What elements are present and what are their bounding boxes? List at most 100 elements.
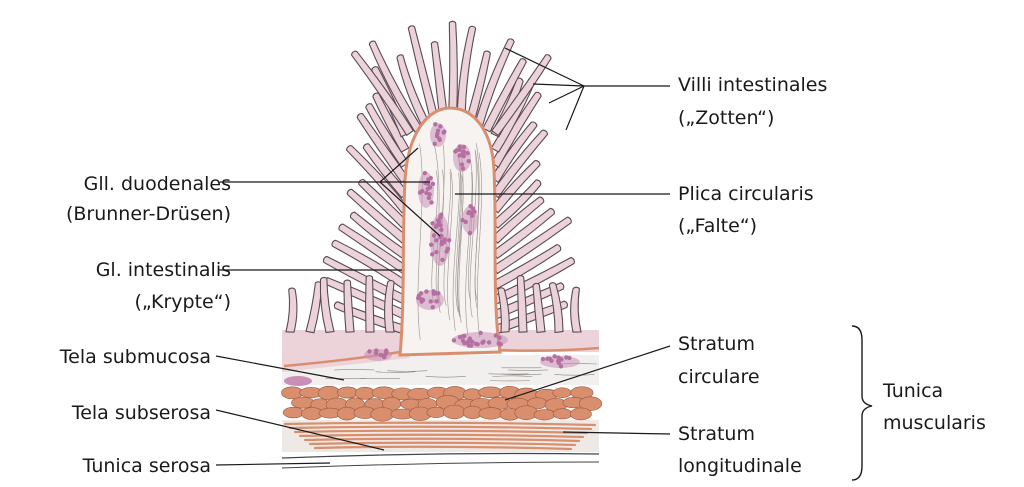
longitudinal-fiber bbox=[313, 445, 573, 451]
villus bbox=[482, 58, 527, 133]
circular-muscle-cell bbox=[370, 407, 394, 422]
gland-acinus bbox=[552, 354, 557, 359]
gland-acinus bbox=[434, 249, 439, 255]
gland-acinus bbox=[540, 356, 546, 362]
villus bbox=[407, 25, 441, 126]
plica-fiber bbox=[469, 150, 477, 318]
leader-submucosa bbox=[215, 355, 345, 381]
gland-acinus bbox=[426, 195, 432, 201]
villus bbox=[362, 143, 410, 199]
gland-acinus bbox=[441, 240, 447, 245]
circular-muscle-cell bbox=[337, 386, 359, 399]
gland-acinus bbox=[438, 223, 443, 228]
leader-villi-4 bbox=[565, 85, 585, 131]
gland-acinus bbox=[437, 136, 442, 141]
label-tunica-serosa: Tunica serosa bbox=[82, 455, 211, 477]
gland-acinus bbox=[558, 364, 564, 369]
gland-acinus bbox=[367, 349, 372, 354]
gland-acinus bbox=[430, 221, 435, 226]
gland-acinus bbox=[446, 238, 452, 243]
gland-acinus bbox=[457, 147, 463, 152]
leader-lines bbox=[215, 47, 873, 481]
villus bbox=[319, 276, 335, 334]
label-plica-circularis: Plica circularis bbox=[678, 183, 814, 205]
longitudinal-fiber bbox=[288, 425, 593, 431]
gland-acinus bbox=[384, 348, 389, 353]
villus bbox=[490, 54, 552, 137]
gland-acinus bbox=[428, 242, 434, 247]
circular-muscle-cell bbox=[514, 405, 538, 420]
mucosa-base-left bbox=[282, 330, 410, 372]
gland-acinus bbox=[422, 170, 428, 176]
gland-acinus bbox=[436, 291, 441, 296]
leader-serosa bbox=[215, 462, 331, 466]
circular-muscle-cell bbox=[282, 406, 305, 419]
villus bbox=[456, 25, 477, 123]
circular-muscle-cell bbox=[552, 408, 573, 420]
gland-acinus bbox=[466, 158, 471, 164]
submucosa-fiber bbox=[387, 370, 428, 372]
villus bbox=[473, 38, 515, 130]
gland-acinus bbox=[431, 233, 437, 238]
leader-subserosa bbox=[215, 409, 385, 451]
gland-acinus bbox=[556, 358, 561, 364]
circular-muscle-cell bbox=[443, 404, 466, 420]
muscle-layer bbox=[281, 385, 603, 422]
villus bbox=[346, 145, 409, 214]
mucosa-base-right bbox=[490, 330, 599, 352]
gland-acinus bbox=[440, 257, 445, 262]
villi-group bbox=[285, 20, 582, 335]
gland-acinus bbox=[463, 219, 468, 225]
label-stratum-circulare-1: Stratum bbox=[678, 333, 755, 355]
gland-acinus bbox=[434, 299, 439, 304]
gland-acinus bbox=[461, 144, 467, 150]
villus bbox=[491, 160, 541, 214]
gland-acinus bbox=[457, 153, 462, 158]
gland-acinus bbox=[439, 227, 444, 233]
submucosa-fiber bbox=[425, 376, 466, 378]
villus bbox=[350, 50, 415, 137]
gland-acinus bbox=[432, 141, 437, 147]
gland-acinus bbox=[424, 190, 429, 196]
circular-muscle-cell bbox=[478, 386, 503, 398]
leader-villi-2 bbox=[532, 83, 585, 87]
circular-muscle-cell bbox=[570, 386, 594, 399]
gland-acinus bbox=[435, 128, 441, 133]
gland-acinus bbox=[498, 342, 504, 347]
gland-acinus bbox=[433, 122, 438, 127]
gland-acinus bbox=[457, 334, 463, 340]
gland-acinus bbox=[430, 305, 435, 310]
circular-muscle-cell bbox=[578, 396, 603, 411]
gland-acinus bbox=[427, 185, 433, 190]
gland-acinus bbox=[475, 342, 480, 347]
villus bbox=[305, 281, 323, 334]
label-villi-intestinales: Villi intestinales bbox=[678, 74, 828, 96]
villus bbox=[368, 40, 423, 133]
villus bbox=[548, 282, 564, 334]
muscularis-mucosae-right bbox=[495, 346, 600, 352]
submucosa-fiber bbox=[501, 373, 542, 376]
villus bbox=[464, 50, 491, 126]
gland-acinus bbox=[461, 333, 466, 339]
villus bbox=[491, 207, 555, 260]
submucosa-fiber bbox=[508, 369, 549, 371]
submucosa-fiber bbox=[554, 374, 595, 376]
gland-acinus bbox=[438, 124, 443, 129]
gland-acinus bbox=[433, 224, 439, 229]
label-stratum-longitudinale-2: longitudinale bbox=[678, 455, 802, 477]
label-stratum-circulare-2: circulare bbox=[678, 366, 760, 388]
gland-acinus bbox=[462, 340, 467, 346]
villus bbox=[532, 282, 546, 334]
label-muscularis: muscularis bbox=[883, 412, 986, 434]
gland-acinus bbox=[486, 340, 492, 345]
gland-acinus bbox=[420, 297, 426, 303]
gland-acinus bbox=[445, 246, 451, 252]
submucosa-fiber bbox=[375, 371, 416, 373]
circular-muscle-cell bbox=[552, 387, 572, 399]
gland-acinus bbox=[429, 200, 434, 205]
gland-acinus bbox=[374, 348, 379, 353]
label-tela-subserosa: Tela subserosa bbox=[71, 402, 211, 424]
gland-acinus bbox=[493, 333, 499, 338]
label-stratum-longitudinale-1: Stratum bbox=[678, 423, 755, 445]
